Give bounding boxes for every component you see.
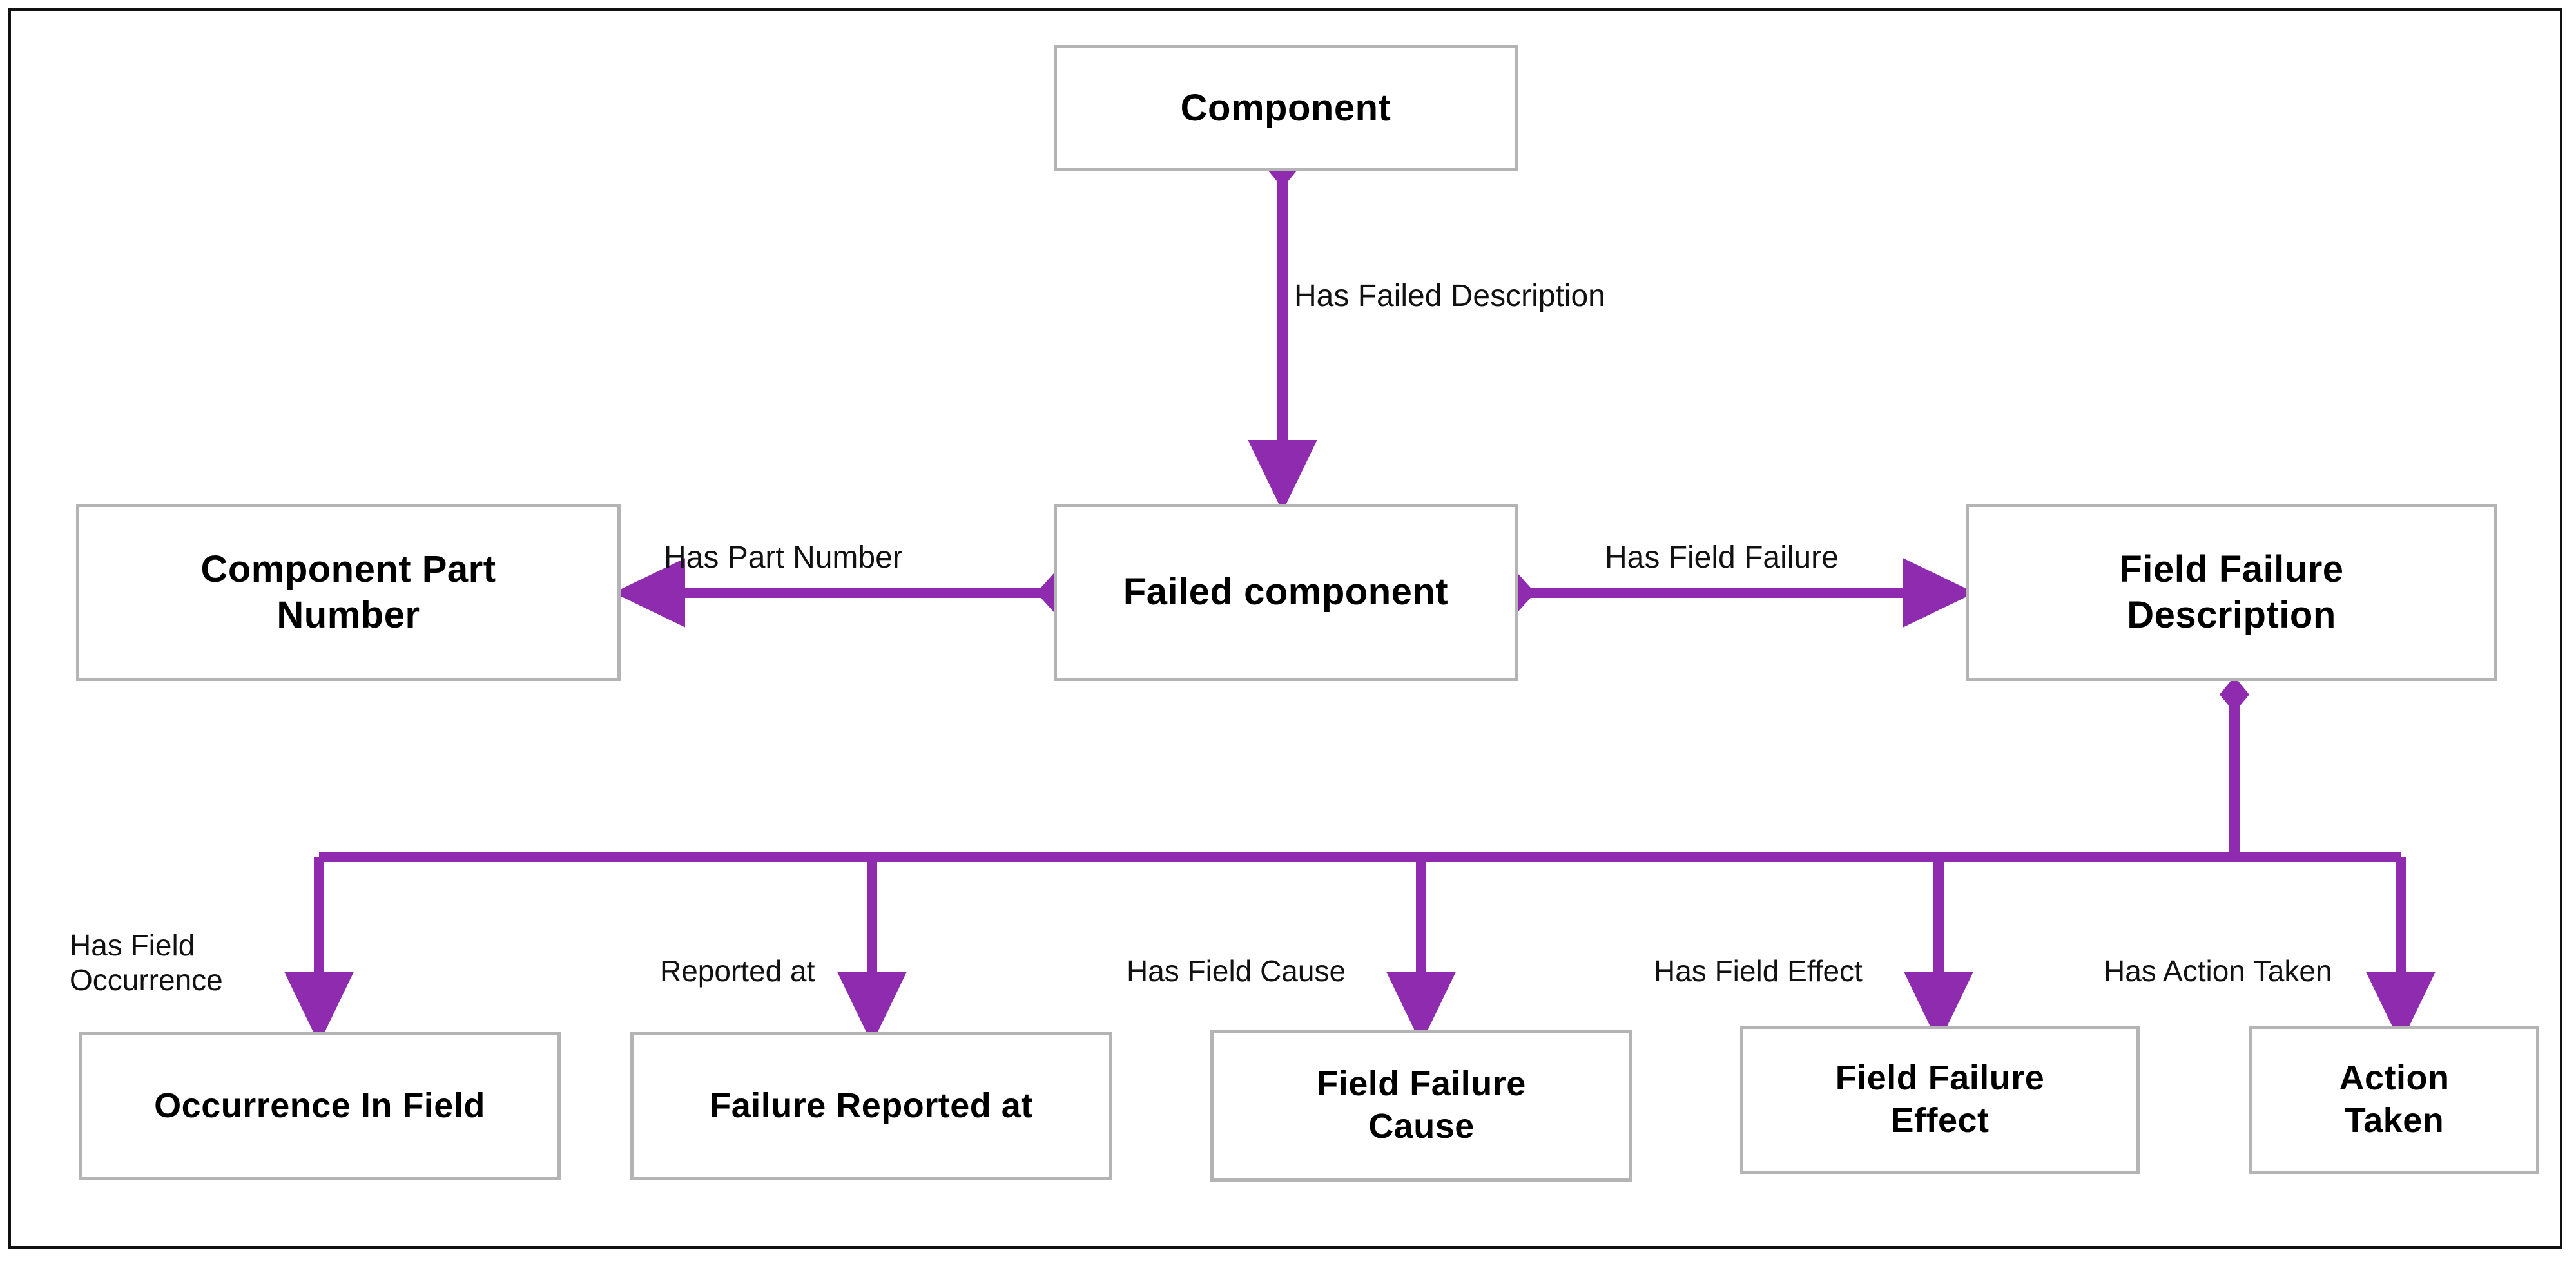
node-occurrence-in-field-label: Occurrence In Field [154, 1086, 485, 1126]
node-field-failure-description-label: Field Failure Description [2119, 548, 2344, 636]
node-occurrence-in-field[interactable]: Occurrence In Field [79, 1032, 561, 1180]
node-component-part-number[interactable]: Component Part Number [76, 504, 621, 681]
edge-label-has-field-effect: Has Field Effect [1654, 954, 1863, 988]
edge-label-has-field-cause: Has Field Cause [1127, 954, 1346, 988]
node-action-taken-label: Action Taken [2339, 1059, 2450, 1140]
edge-label-has-failed-description: Has Failed Description [1294, 279, 1605, 313]
node-component-label: Component [1180, 86, 1391, 129]
node-field-failure-cause-label: Field Failure Cause [1317, 1064, 1526, 1146]
edge-label-has-part-number: Has Part Number [664, 541, 903, 575]
node-component-part-number-label: Component Part Number [200, 548, 496, 636]
node-field-failure-effect[interactable]: Field Failure Effect [1740, 1026, 2140, 1174]
edge-label-has-field-occurrence: Has Field Occurrence [70, 928, 223, 997]
node-field-failure-description[interactable]: Field Failure Description [1966, 504, 2497, 681]
node-failure-reported-at[interactable]: Failure Reported at [630, 1032, 1112, 1180]
node-failed-component-label: Failed component [1123, 571, 1449, 613]
node-field-failure-cause[interactable]: Field Failure Cause [1210, 1030, 1632, 1182]
node-component[interactable]: Component [1054, 45, 1518, 171]
node-field-failure-effect-label: Field Failure Effect [1835, 1059, 2045, 1140]
node-failed-component[interactable]: Failed component [1054, 504, 1518, 681]
edge-label-reported-at: Reported at [660, 954, 815, 988]
node-failure-reported-at-label: Failure Reported at [710, 1086, 1033, 1126]
edge-label-has-action-taken: Has Action Taken [2104, 954, 2332, 988]
edge-label-has-field-failure: Has Field Failure [1605, 541, 1839, 575]
node-action-taken[interactable]: Action Taken [2249, 1026, 2539, 1174]
